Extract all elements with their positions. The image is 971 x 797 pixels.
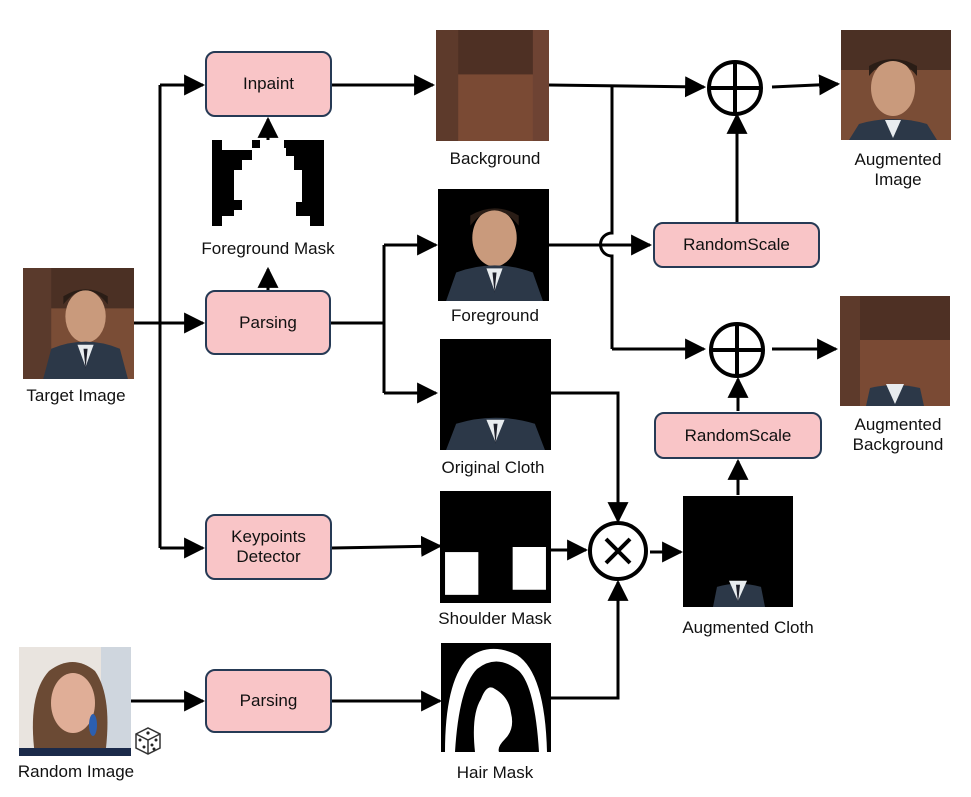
line-background-down <box>599 87 614 349</box>
hair-mask-image <box>441 643 551 752</box>
background-image <box>436 30 549 141</box>
label-augmented-background: Augmented Background <box>852 415 944 454</box>
label-background: Background <box>449 149 541 168</box>
arrow-cloth-to-times <box>551 391 629 524</box>
label-original-cloth: Original Cloth <box>441 458 545 477</box>
label-augmented-cloth: Augmented Cloth <box>682 618 814 637</box>
foreground-mask-image <box>212 140 324 226</box>
label-random-image: Random Image <box>17 762 135 781</box>
augmented-image <box>841 30 951 140</box>
random-scale-box-background: RandomScale <box>654 412 822 459</box>
random-image <box>19 647 131 756</box>
label-hair-mask: Hair Mask <box>456 763 534 782</box>
add-operator-top <box>707 60 763 116</box>
random-scale-box-image: RandomScale <box>653 222 820 268</box>
add-operator-bottom <box>709 322 765 378</box>
arrow-plus-to-augmented-image <box>771 74 841 96</box>
label-shoulder-mask: Shoulder Mask <box>438 609 552 628</box>
label-target-image: Target Image <box>26 386 126 405</box>
arrow-keypoints-to-shoulder <box>331 535 443 557</box>
label-foreground-mask: Foreground Mask <box>201 239 335 258</box>
original-cloth-image <box>440 339 551 450</box>
keypoints-detector-box: Keypoints Detector <box>205 514 332 580</box>
label-augmented-image: Augmented Image <box>854 150 942 189</box>
inpaint-box: Inpaint <box>205 51 332 117</box>
dice-icon <box>135 727 161 755</box>
shoulder-mask-image <box>440 491 551 603</box>
parsing-box-random: Parsing <box>205 669 332 733</box>
multiply-operator <box>588 521 648 581</box>
arrow-background-to-plus <box>548 76 707 98</box>
label-foreground: Foreground <box>451 306 539 325</box>
parsing-box-target: Parsing <box>205 290 331 355</box>
target-image <box>23 268 134 379</box>
foreground-image <box>438 189 549 301</box>
augmented-cloth-image <box>683 496 793 607</box>
arrow-hair-to-times <box>551 579 629 700</box>
augmented-background-image <box>840 296 950 406</box>
